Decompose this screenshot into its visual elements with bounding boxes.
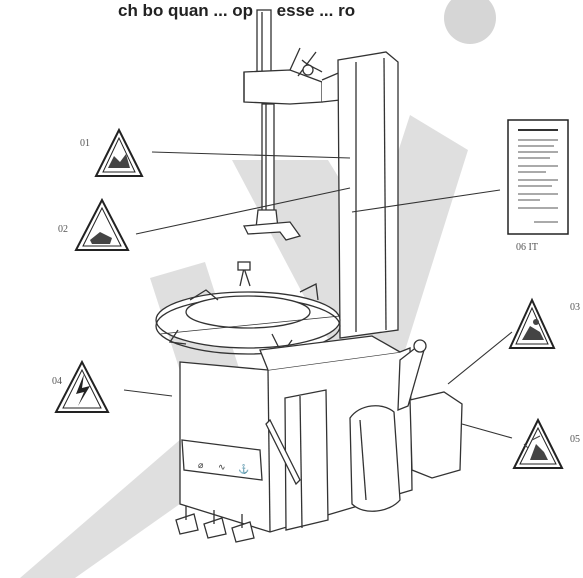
vertical-shaft — [256, 9, 272, 81]
svg-text:⚓: ⚓ — [238, 463, 249, 474]
bead-breaker-shoe — [409, 391, 463, 479]
callout-02: 02 — [58, 224, 68, 235]
header-cut-title: ch bo quan ... op ... esse ... ro — [118, 1, 355, 20]
leader-lines — [123, 151, 513, 439]
bead-breaker-handle — [265, 418, 301, 486]
warning-explosion-icon — [512, 417, 564, 469]
turntable — [155, 261, 341, 356]
warning-arm-injury-icon — [74, 197, 130, 251]
callout-05: 05 — [570, 434, 580, 445]
watermark-dot — [444, 0, 496, 44]
callout-06: 06 IT — [516, 242, 538, 253]
tyre-changer-machine: ⌀ ∿ ⚓ — [155, 9, 463, 543]
callout-03: 03 — [570, 302, 580, 313]
column — [337, 51, 399, 339]
pedal-label-panel — [181, 439, 263, 481]
watermark-letter-t-bar — [20, 438, 228, 578]
callout-01: 01 — [80, 138, 90, 149]
warning-pinch-icon — [508, 297, 556, 349]
tool-shaft — [261, 103, 275, 213]
bead-breaker-pad — [349, 405, 401, 512]
foot-pedals — [175, 506, 255, 543]
callout-04: 04 — [52, 376, 62, 387]
svg-text:⌀: ⌀ — [198, 460, 204, 470]
warning-electric-icon — [54, 359, 110, 413]
svg-text:∿: ∿ — [218, 462, 226, 472]
instruction-document-icon — [507, 119, 569, 235]
warning-crush-hand-icon — [94, 127, 144, 177]
